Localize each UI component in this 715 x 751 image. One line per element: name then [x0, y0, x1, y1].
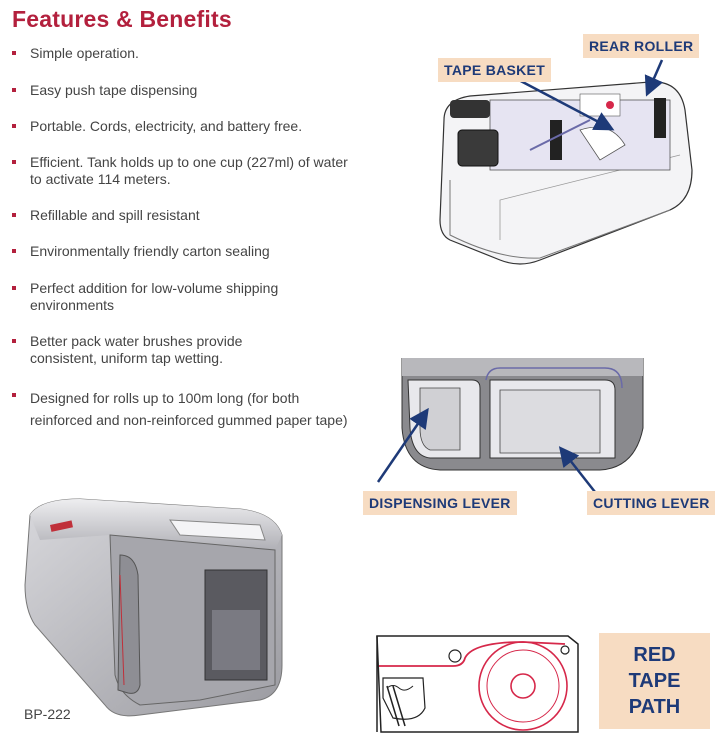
model-number: BP-222 [24, 706, 71, 722]
list-item: Perfect addition for low-volume shipping… [12, 280, 330, 314]
red-tape-path-line: RED [633, 644, 676, 666]
cutting-lever-label: CUTTING LEVER [587, 491, 715, 515]
bullet-icon [12, 88, 16, 92]
list-item: Efficient. Tank holds up to one cup (227… [12, 154, 360, 188]
list-item-text: Portable. Cords, electricity, and batter… [30, 118, 303, 134]
list-item-text: Designed for rolls up to 100m long (for … [30, 390, 348, 428]
list-item: Refillable and spill resistant [12, 207, 200, 224]
bullet-icon [12, 339, 16, 343]
list-item: Designed for rolls up to 100m long (for … [12, 387, 360, 431]
list-item: Better pack water brushes provide consis… [12, 333, 300, 367]
bullet-icon [12, 124, 16, 128]
list-item-text: Environmentally friendly carton sealing [30, 243, 270, 259]
list-item-text: Perfect addition for low-volume shipping… [30, 280, 279, 313]
bullet-icon [12, 249, 16, 253]
callout-arrows-middle [376, 407, 596, 493]
dispenser-product-photo [24, 498, 283, 717]
list-item-text: Simple operation. [30, 45, 139, 61]
bullet-icon [12, 393, 16, 397]
list-item-text: Easy push tape dispensing [30, 82, 198, 98]
dispensing-lever-label: DISPENSING LEVER [363, 491, 517, 515]
list-item-text: Efficient. Tank holds up to one cup (227… [30, 154, 348, 187]
bullet-icon [12, 160, 16, 164]
tape-basket-label: TAPE BASKET [438, 58, 552, 82]
list-item: Environmentally friendly carton sealing [12, 243, 270, 260]
red-tape-path-line: PATH [628, 696, 681, 718]
bullet-icon [12, 286, 16, 290]
red-tape-path-line: TAPE [628, 670, 681, 692]
list-item: Simple operation. [12, 45, 139, 62]
tape-path-diagram [376, 635, 579, 733]
bullet-icon [12, 213, 16, 217]
front-levers-illustration [401, 358, 644, 471]
list-item: Portable. Cords, electricity, and batter… [12, 118, 302, 135]
list-item-text: Better pack water brushes provide consis… [30, 333, 243, 366]
list-item: Easy push tape dispensing [12, 82, 197, 99]
page-title: Features & Benefits [12, 6, 232, 32]
red-tape-path-label: RED TAPE PATH [599, 633, 710, 729]
bullet-icon [12, 51, 16, 55]
callout-arrows-top [514, 59, 664, 131]
rear-roller-label: REAR ROLLER [583, 34, 700, 58]
list-item-text: Refillable and spill resistant [30, 207, 200, 223]
